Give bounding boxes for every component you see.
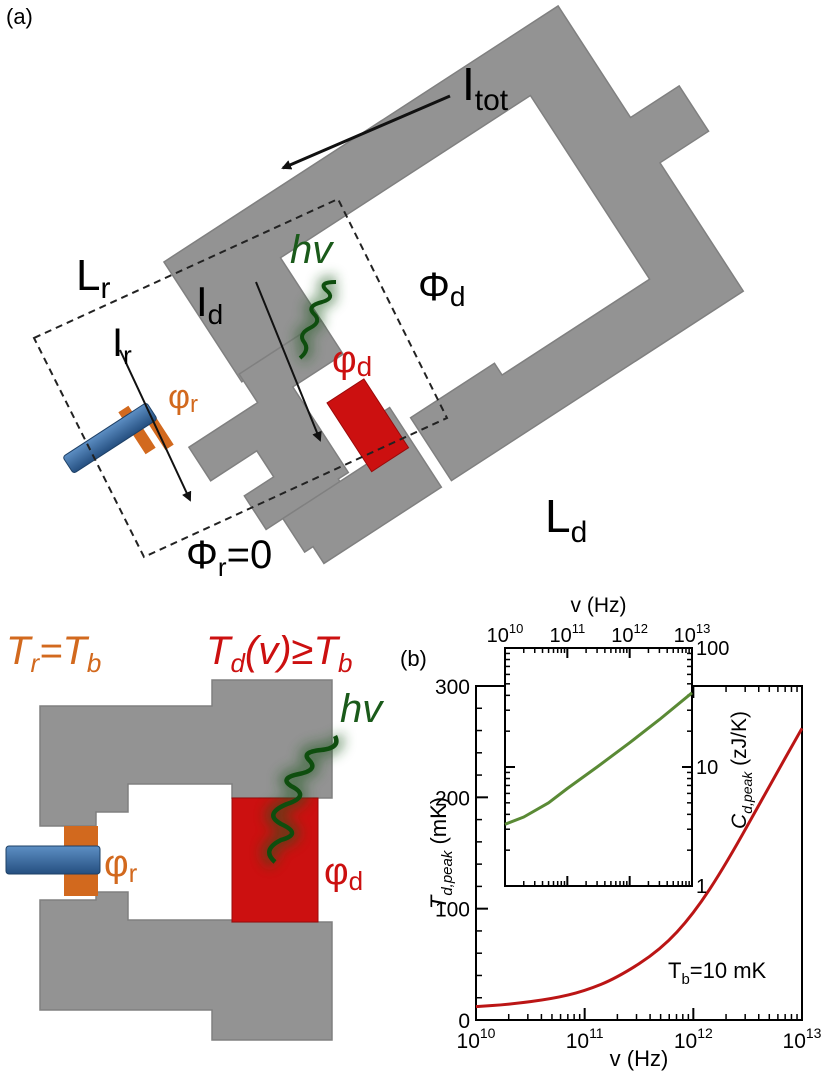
inset-xtick-label: 1011 [549,621,585,647]
outer-loop [0,0,792,672]
bottom-left-schematic: Tr=Tb Td(v)≥Tb hv φr φd [5,629,384,1041]
inset-ytick-label: 1 [696,876,707,898]
blue-lead [63,403,157,473]
label-ld: Ld [545,490,587,549]
inset-xlabel: v (Hz) [571,594,627,617]
main-xtick-label: 1010 [457,1025,496,1053]
label-td-ge-tb: Td(v)≥Tb [206,629,352,678]
inset-series-line [504,691,693,826]
inset-ytick-label: 100 [696,638,729,660]
main-xtick-label: 1013 [783,1025,822,1053]
label-tr-eq-tb: Tr=Tb [6,629,101,678]
label-id: Id [196,278,223,330]
panel-a-label: (a) [6,4,33,29]
inset-ylabel: Cd,peak (zJ/K) [728,711,755,829]
red-junction [326,378,410,473]
blue-lead-b [5,845,101,875]
main-xlabel: v (Hz) [610,1046,669,1071]
label-phi-r-small: φr [168,378,198,418]
arrow-ir [119,349,192,502]
label-ir: Ir [112,321,132,370]
label-itot: Itot [462,58,509,117]
arrow-id [255,281,322,442]
photon-a [295,275,338,364]
inset-ytick-label: 10 [696,757,718,779]
upper-bracket [39,679,333,827]
label-phi-d-b: φd [324,851,363,896]
arrow-itot [281,94,451,170]
label-phi-r-b: φr [104,843,138,888]
label-hv-a: hv [290,228,334,272]
label-phi-d-small: φd [332,339,372,382]
loop-structure [0,0,792,672]
main-xtick-label: 1011 [566,1025,604,1053]
dashed-box [32,197,449,559]
panel-a: (a) Itot Lr Id Ir hv Φ [0,0,792,672]
label-phi-r-big: Φr=0 [186,533,272,582]
main-ylabel: Td,peak (mK) [426,797,456,909]
main-ytick-label: 0 [458,1010,470,1033]
main-series-line [475,727,804,1009]
photon-b [261,732,345,869]
main-ytick-label: 300 [435,676,470,699]
label-lr: Lr [76,251,110,305]
panel-b: (b) 1010 1011 1012 1013 0 100 200 300 v (Hz) Td,p… [400,594,822,1071]
inset-xtick-label: 1013 [674,621,711,647]
panel-b-label: (b) [400,646,427,671]
inset-xtick-label: 1010 [487,621,524,647]
label-phi-d-big: Φd [418,265,466,312]
label-hv-b: hv [340,687,384,731]
tb-annotation: Tb=10 mK [668,958,767,988]
main-ytick-label: 200 [435,787,470,810]
main-xtick-label: 1012 [674,1025,713,1053]
inset-xtick-label: 1012 [611,621,648,647]
main-ytick-label: 100 [435,899,470,922]
